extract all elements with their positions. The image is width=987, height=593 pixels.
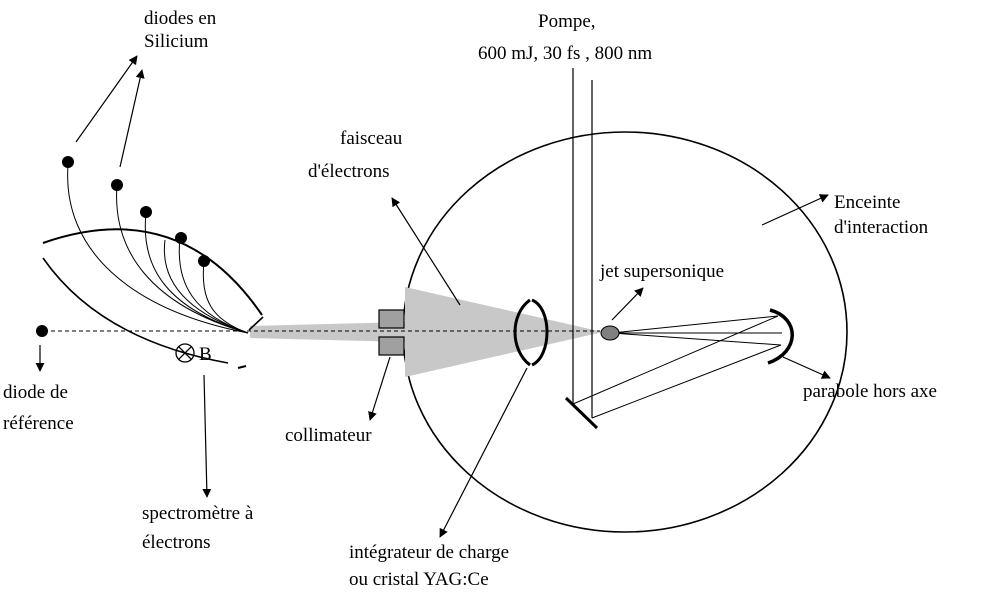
off-axis-parabola	[767, 308, 794, 365]
trajectory-3	[144, 212, 249, 334]
silicon-diode-2	[111, 179, 123, 191]
arrow-parabola	[782, 356, 831, 379]
silicon-diode-3	[140, 206, 152, 218]
supersonic-jet	[600, 325, 620, 341]
label-beam-line1: faisceau	[340, 128, 403, 149]
arrow-diodes-1	[75, 55, 138, 143]
arrow-beam	[391, 197, 461, 306]
focus-line-2	[611, 332, 782, 346]
reference-diode	[36, 325, 48, 337]
spectrometer-exit-tab	[237, 365, 247, 369]
arrow-chamber	[761, 194, 829, 226]
label-chamber-line2: d'interaction	[834, 217, 929, 238]
collimator-lower-block	[378, 336, 405, 356]
spectrometer-top-arc	[42, 228, 263, 316]
trajectory-2	[116, 184, 249, 334]
spectrometer-bottom-arc	[42, 257, 229, 364]
arrow-integrator	[439, 367, 528, 538]
label-spectrometer-line2: électrons	[142, 532, 211, 553]
label-parabola: parabole hors axe	[803, 381, 937, 402]
trajectory-1	[67, 164, 249, 334]
label-spectrometer-line1: spectromètre à	[142, 503, 254, 524]
turning-mirror	[564, 396, 599, 430]
label-integrator-line1: intégrateur de charge	[349, 542, 509, 563]
label-integrator-line2: ou cristal YAG:Ce	[349, 569, 489, 590]
label-chamber-line1: Enceinte	[834, 192, 900, 213]
pump-to-parabola-2	[591, 344, 782, 419]
label-reference-line2: référence	[3, 413, 74, 434]
label-pump-line1: Pompe,	[538, 11, 596, 32]
trajectory-6	[163, 239, 249, 334]
arrow-diodes-2	[119, 69, 145, 168]
label-diodes-line1: diodes en	[144, 8, 217, 29]
magnetic-field-symbol	[175, 343, 195, 363]
electron-beam-cone	[405, 287, 603, 377]
silicon-diode-5	[198, 255, 210, 267]
arrow-spectrometer	[202, 374, 212, 498]
label-beam-line2: d'électrons	[308, 161, 390, 182]
silicon-diode-1	[62, 156, 74, 168]
label-field: B	[199, 344, 212, 365]
silicon-diode-4	[175, 232, 187, 244]
label-pump-line2: 600 mJ, 30 fs , 800 nm	[478, 43, 652, 64]
trajectory-5	[202, 260, 249, 334]
arrow-collimator	[368, 356, 391, 421]
collimator-upper-block	[378, 309, 405, 329]
label-reference-line1: diode de	[3, 382, 68, 403]
label-collimator: collimateur	[285, 425, 372, 446]
focus-line-1	[611, 315, 779, 334]
spectrometer-entrance-edge	[248, 316, 264, 331]
label-diodes-line2: Silicium	[144, 31, 209, 52]
electron-beam-channel	[250, 322, 405, 342]
charge-integrator	[513, 298, 549, 367]
label-jet: jet supersonique	[599, 261, 724, 282]
pump-to-parabola-1	[572, 315, 779, 405]
arrow-jet	[611, 287, 644, 321]
